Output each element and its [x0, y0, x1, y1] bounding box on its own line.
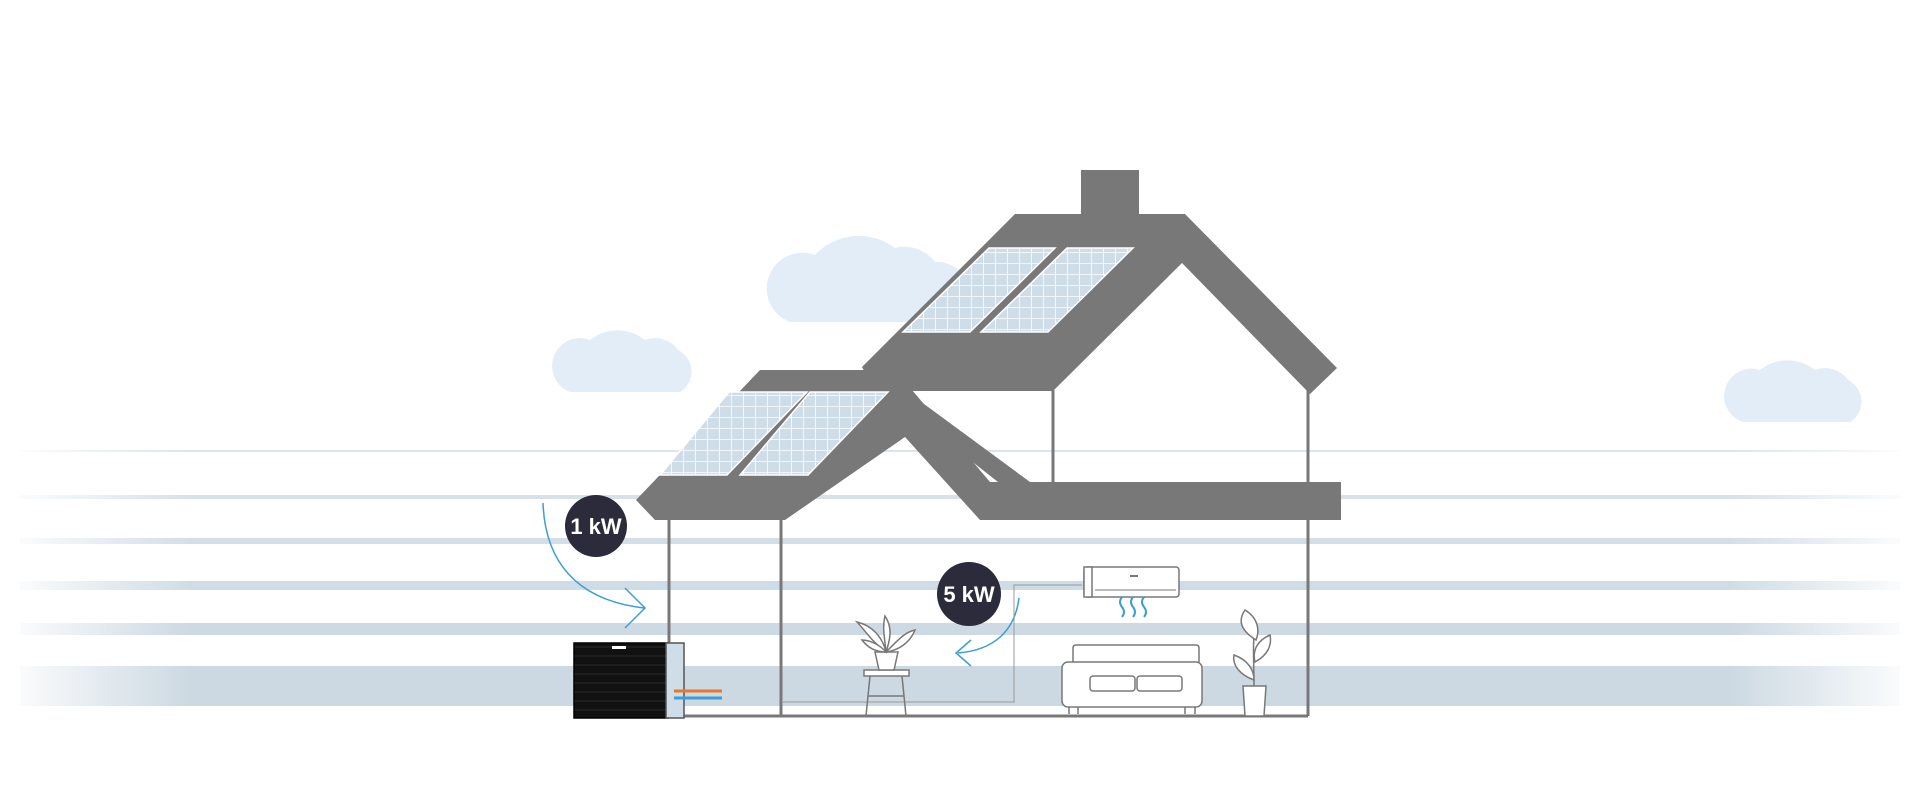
- potted-plant-icon: [1232, 608, 1272, 717]
- cloud-icon: [552, 330, 692, 392]
- power-input-badge: 1 kW: [565, 495, 627, 557]
- flow-arrow-icon: [542, 502, 647, 629]
- flow-arrow-icon: [954, 597, 1020, 667]
- cloud-icon: [1724, 360, 1862, 422]
- house-walls: [667, 385, 1310, 718]
- refrigerant-pipe: [783, 584, 1082, 703]
- potted-plant-icon: [854, 614, 917, 671]
- sofa-icon: [1061, 644, 1203, 714]
- air-conditioner-icon: [1083, 566, 1180, 618]
- power-input-label: 1 kW: [570, 514, 622, 539]
- cloud-icon: [766, 235, 968, 322]
- heat-output-badge: 5 kW: [937, 562, 1001, 626]
- heat-pump-icon: [573, 642, 722, 719]
- heat-output-label: 5 kW: [943, 582, 995, 607]
- solar-panel-icon: [901, 247, 1135, 333]
- solar-panel-icon: [658, 391, 890, 476]
